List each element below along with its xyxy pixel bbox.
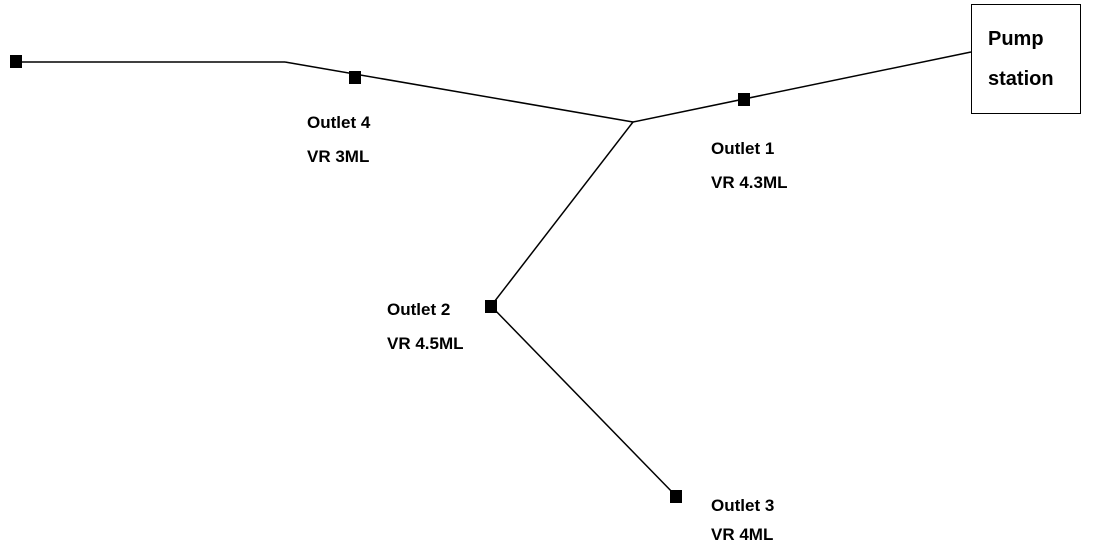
pump-station-label-line1: Pump [988,28,1044,50]
outlet-1-label: Outlet 1 VR 4.3ML [711,136,788,195]
pipe-segment-junction-to-outlet2 [490,121,634,307]
outlet-1-volume: VR 4.3ML [711,173,788,192]
outlet-2-label: Outlet 2 VR 4.5ML [387,297,464,356]
outlet-1-name: Outlet 1 [711,139,775,158]
outlet-1-node [738,93,750,106]
pipe-segment-outlet2-to-outlet3 [490,305,677,497]
outlet-2-name: Outlet 2 [387,300,451,319]
outlet-2-node [485,300,497,313]
outlet-2-volume: VR 4.5ML [387,334,464,353]
pipe-segment-outlet4-line [284,61,634,123]
pipe-end-node [10,55,22,68]
pump-station-label-line2: station [988,68,1054,90]
outlet-3-label: Outlet 3 VR 4ML [711,493,774,547]
outlet-4-node [349,71,361,84]
pump-station-box: Pump station [971,4,1081,114]
outlet-4-name: Outlet 4 [307,113,371,132]
outlet-3-volume: VR 4ML [711,525,774,544]
outlet-4-volume: VR 3ML [307,147,370,166]
outlet-3-name: Outlet 3 [711,496,775,515]
outlet-4-label: Outlet 4 VR 3ML [307,110,370,169]
outlet-3-node [670,490,682,503]
pipe-segment-pump-to-junction [632,51,972,123]
